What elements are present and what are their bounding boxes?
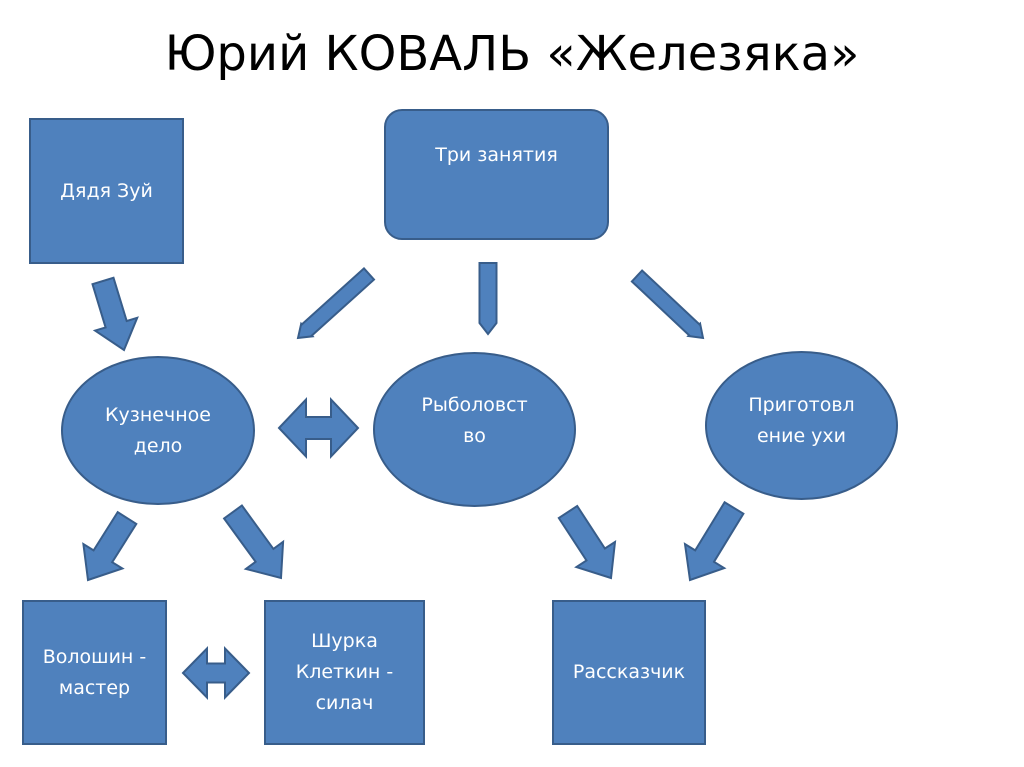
node-cooking-fish-soup: Приготовл ение ухи [705, 351, 898, 500]
node-blacksmithing-label: Кузнечное дело [105, 403, 211, 457]
node-uncle-zuy-label: Дядя Зуй [60, 179, 153, 202]
arrow-activities-to-blacksmithing [296, 266, 376, 340]
node-voloshin-label: Волошин - мастер [42, 645, 147, 699]
arrow-uncle-to-blacksmithing [91, 276, 139, 352]
arrow-blacksmithing-to-shurka [222, 504, 285, 580]
node-three-activities: Три занятия [384, 109, 609, 240]
arrow-voloshin-shurka-double [181, 646, 251, 700]
node-uncle-zuy: Дядя Зуй [29, 118, 184, 264]
arrow-blacksmithing-fishing-double [277, 396, 360, 460]
node-shurka-label: Шурка Клеткин - силач [295, 630, 394, 714]
arrow-fishing-to-narrator [557, 504, 617, 580]
node-three-activities-label: Три занятия [435, 144, 558, 166]
arrow-cooking-to-narrator [683, 500, 745, 582]
node-fishing-label: Рыболовст во [421, 393, 528, 447]
node-blacksmithing: Кузнечное дело [61, 356, 255, 505]
node-shurka: Шурка Клеткин - силач [264, 600, 425, 745]
node-narrator-label: Рассказчик [572, 661, 686, 683]
node-cooking-fish-soup-label: Приготовл ение ухи [748, 393, 855, 447]
arrow-blacksmithing-to-voloshin [82, 510, 138, 582]
arrow-activities-to-fishing [478, 262, 498, 336]
arrow-activities-to-cooking [630, 269, 705, 340]
slide-title: Юрий КОВАЛЬ «Железяка» [164, 26, 860, 82]
node-narrator: Рассказчик [552, 600, 706, 745]
node-fishing: Рыболовст во [373, 352, 576, 507]
node-voloshin: Волошин - мастер [22, 600, 167, 745]
